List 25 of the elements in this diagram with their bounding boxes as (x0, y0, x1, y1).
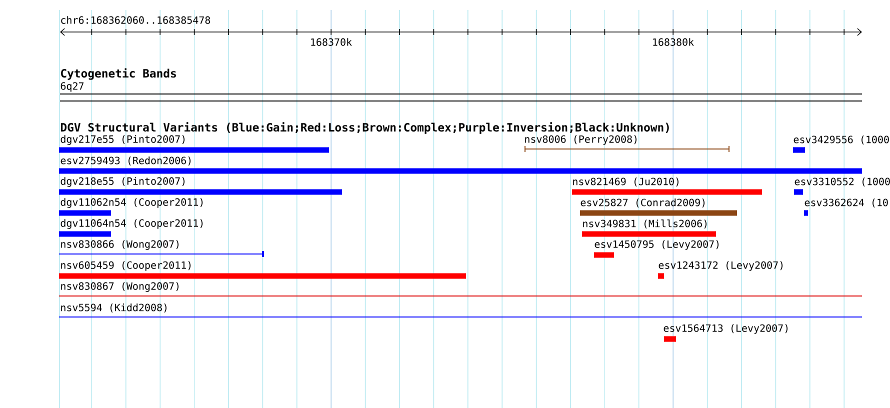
axis-label: chr6:168362060..168385478 (61, 16, 210, 24)
variant-label: nsv8006 (Perry2008) (525, 135, 636, 145)
variant-label: esv1243172 (Levy2007) (658, 261, 783, 271)
variant-label: esv2759493 (Redon2006) (60, 156, 191, 166)
variant-label: esv1564713 (Levy2007) (664, 324, 788, 334)
variant-label: nsv349831 (Mills2006) (583, 220, 707, 228)
variant-label: dgv218e55 (Pinto2007) (60, 177, 185, 187)
track-title: Cytogenetic Bands (61, 68, 176, 80)
variant-label: esv3310552 (1000 (794, 178, 890, 186)
variant-label: nsv830866 (Wong2007) (61, 240, 179, 250)
variant-label: nsv821469 (Ju2010) (573, 178, 678, 186)
variant-label: dgv11064n54 (Cooper2011) (60, 219, 203, 229)
variant-label: esv25827 (Conrad2009) (580, 198, 705, 208)
variant-label: esv1450795 (Levy2007) (594, 240, 719, 250)
variant-label: dgv217e55 (Pinto2007) (60, 135, 185, 145)
tick-label: 168370k (311, 38, 352, 46)
variant-label: esv3429556 (1000 (794, 136, 889, 144)
variant-label: esv3362624 (10 (804, 198, 888, 208)
variant-label: dgv11062n54 (Cooper2011) (60, 198, 203, 208)
band-label: 6q27 (60, 82, 84, 92)
track-title: DGV Structural Variants (Blue:Gain;Red:Loss;Brown:Complex;Purple:Inversion;Black:Unknown) (60, 122, 669, 134)
variant-label: nsv5594 (Kidd2008) (61, 304, 166, 312)
variant-label: nsv830867 (Wong2007) (61, 282, 179, 292)
variant-label: nsv605459 (Cooper2011) (61, 261, 191, 271)
tick-label: 168380k (653, 38, 694, 46)
